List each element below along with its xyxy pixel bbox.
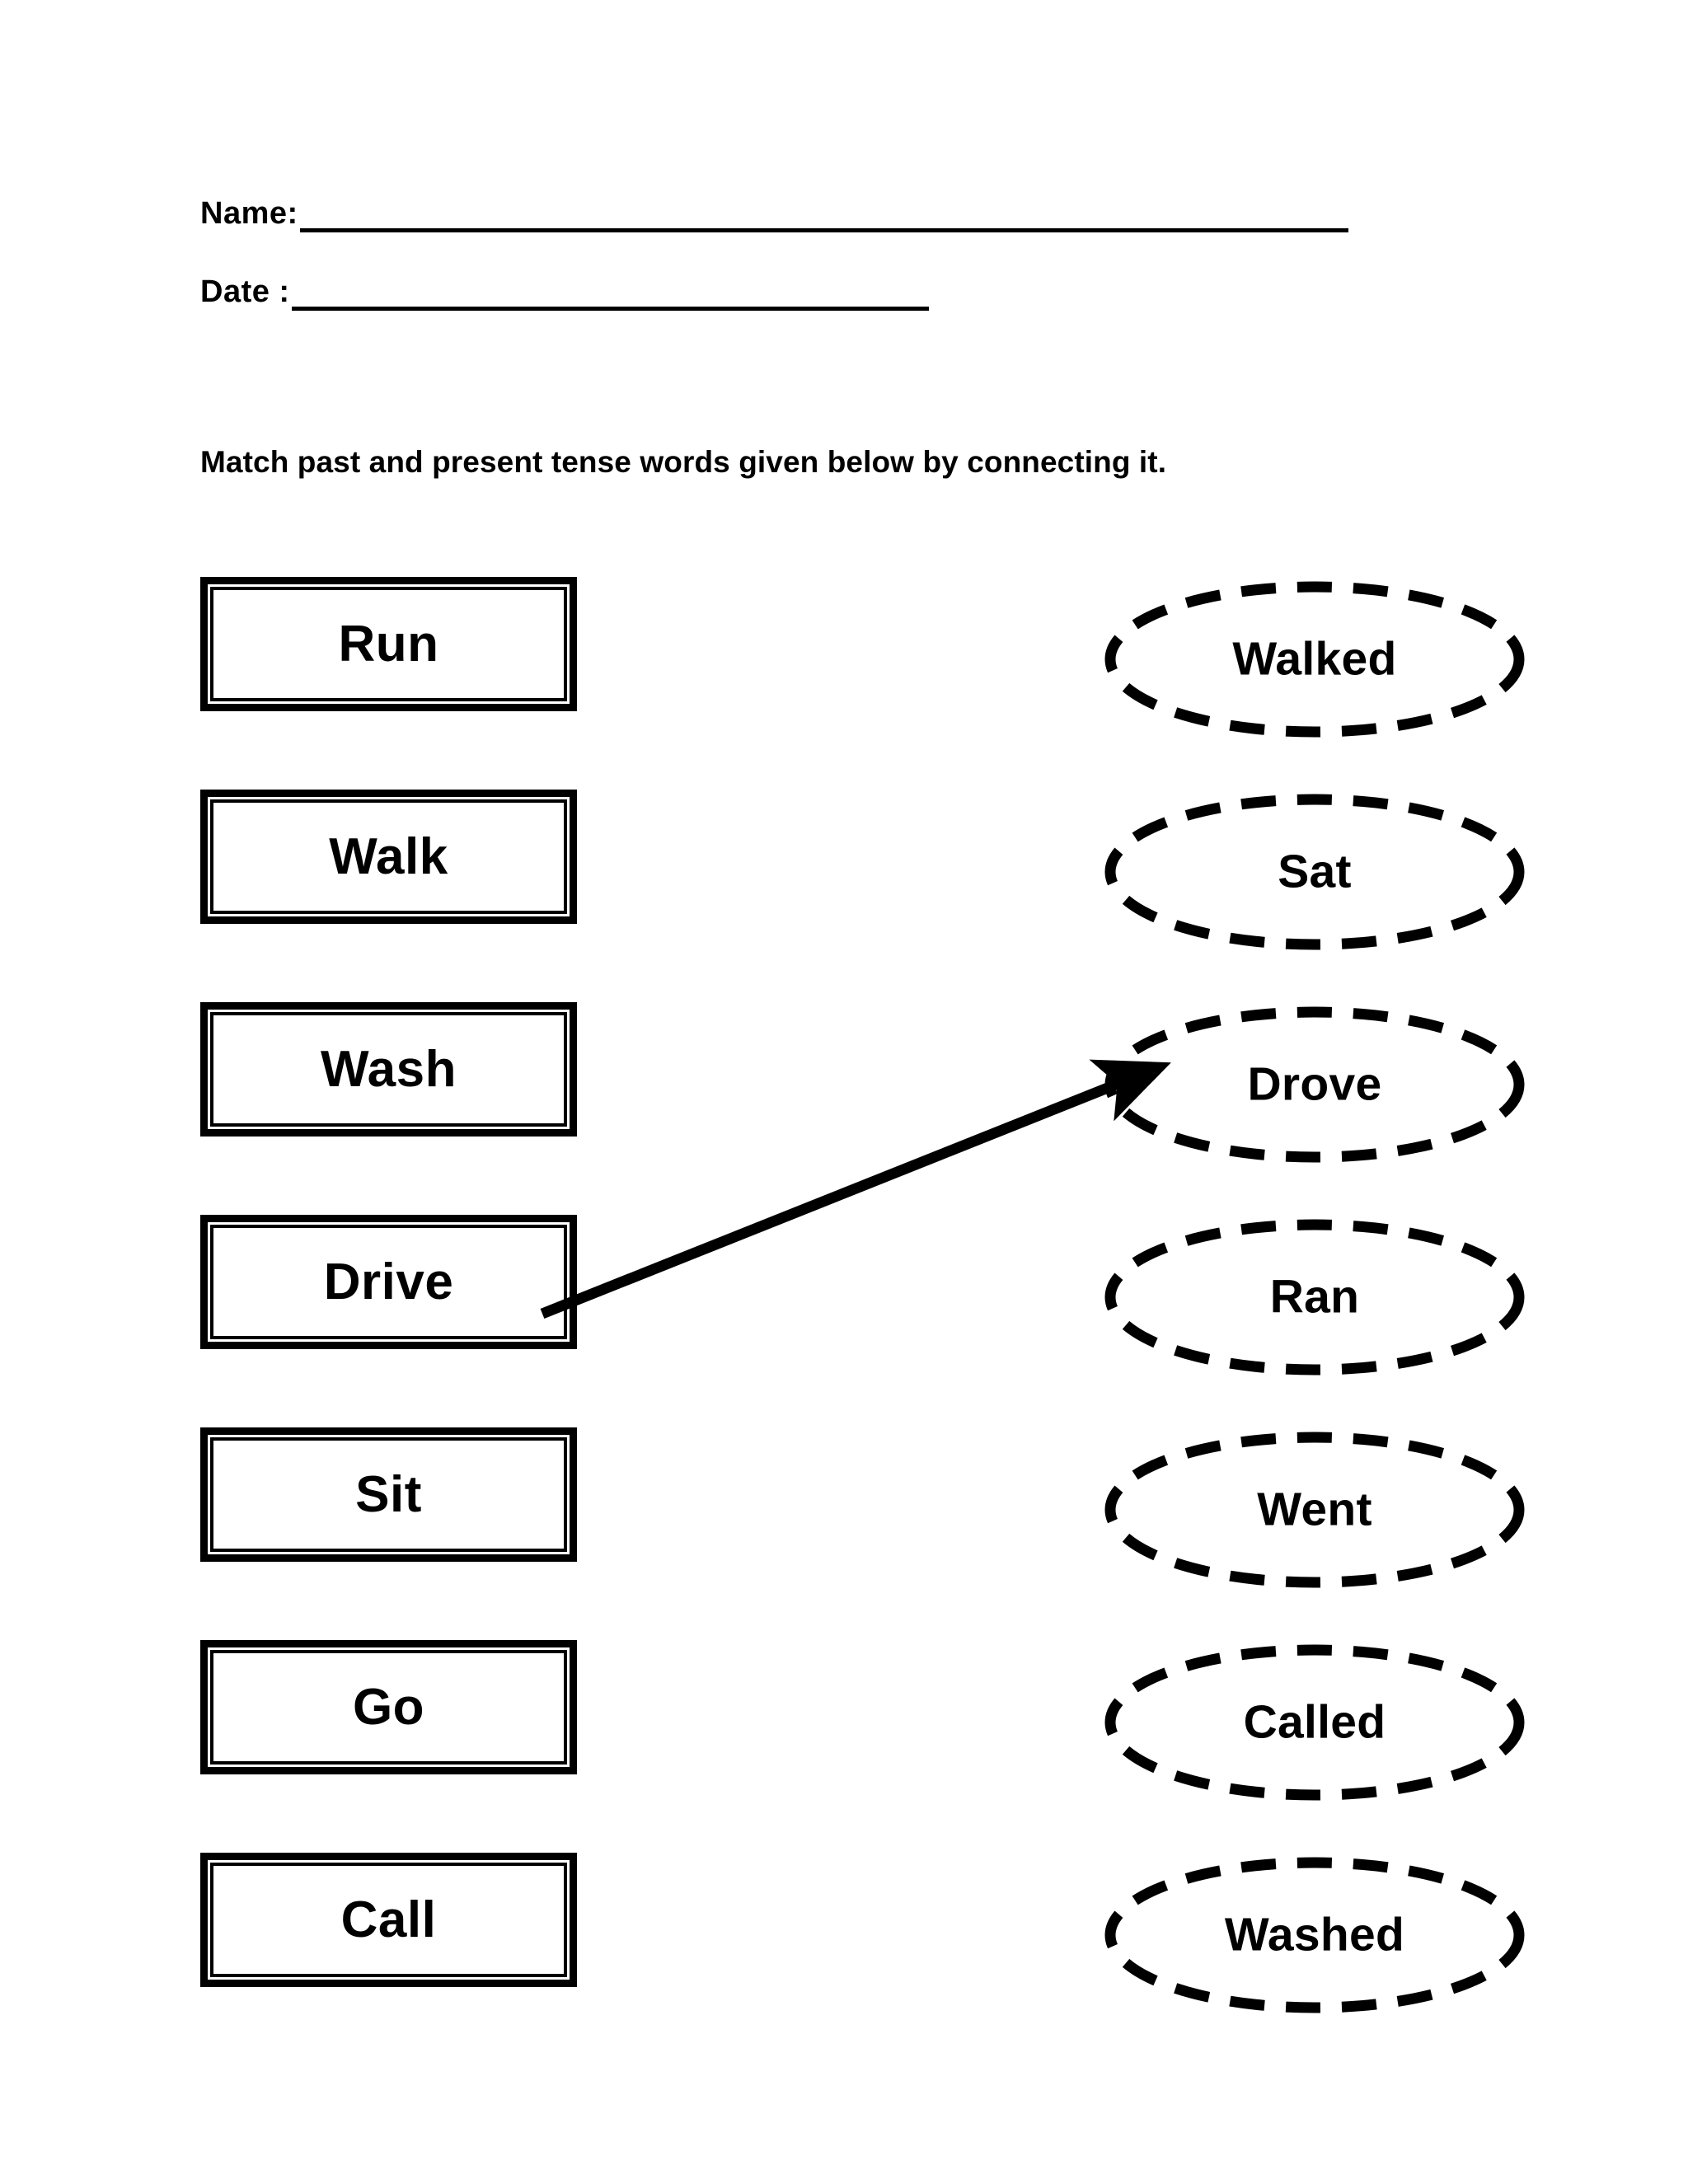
- past-tense-oval-called[interactable]: Called: [1101, 1640, 1528, 1805]
- name-field-row: Name:: [200, 198, 1348, 232]
- word-label: Drive: [323, 1253, 454, 1310]
- dashed-ellipse-icon: [1104, 1857, 1525, 2013]
- connection-arrow-drive-to-drove[interactable]: [540, 1059, 1171, 1319]
- name-label: Name:: [200, 196, 298, 231]
- past-tense-oval-ran[interactable]: Ran: [1101, 1215, 1528, 1380]
- word-label: Sit: [355, 1465, 422, 1523]
- past-tense-oval-washed[interactable]: Washed: [1101, 1853, 1528, 2018]
- date-label: Date :: [200, 274, 290, 309]
- present-tense-box-call[interactable]: Call: [200, 1853, 577, 1987]
- word-label: Drove: [1247, 1057, 1382, 1111]
- present-tense-box-wash[interactable]: Wash: [200, 1002, 577, 1137]
- dashed-ellipse-icon: [1104, 1644, 1525, 1801]
- word-label: Washed: [1224, 1908, 1405, 1961]
- word-label: Call: [340, 1891, 437, 1948]
- word-label: Walked: [1232, 632, 1397, 686]
- date-input-line[interactable]: [291, 307, 929, 311]
- word-label: Sat: [1278, 845, 1352, 898]
- dashed-ellipse-icon: [1104, 794, 1525, 950]
- dashed-ellipse-icon: [1104, 581, 1525, 738]
- present-tense-box-sit[interactable]: Sit: [200, 1427, 577, 1562]
- word-label: Went: [1257, 1483, 1372, 1536]
- word-label: Run: [338, 615, 439, 673]
- past-tense-column: Walked Sat Drove Ran Went: [1101, 577, 1538, 2065]
- word-label: Go: [352, 1678, 425, 1736]
- present-tense-box-run[interactable]: Run: [200, 577, 577, 711]
- present-tense-box-walk[interactable]: Walk: [200, 790, 577, 924]
- past-tense-oval-sat[interactable]: Sat: [1101, 790, 1528, 954]
- instruction-text: Match past and present tense words given…: [200, 445, 1167, 479]
- present-tense-column: Run Walk Wash Drive Sit Go Call: [200, 577, 579, 2065]
- dashed-ellipse-icon: [1104, 1432, 1525, 1588]
- date-field-row: Date :: [200, 276, 929, 311]
- word-label: Walk: [329, 827, 448, 885]
- word-label: Ran: [1269, 1270, 1360, 1324]
- word-label: Wash: [320, 1040, 457, 1098]
- past-tense-oval-went[interactable]: Went: [1101, 1427, 1528, 1592]
- present-tense-box-go[interactable]: Go: [200, 1640, 577, 1774]
- word-label: Called: [1243, 1695, 1386, 1749]
- name-input-line[interactable]: [299, 228, 1348, 232]
- past-tense-oval-walked[interactable]: Walked: [1101, 577, 1528, 742]
- present-tense-box-drive[interactable]: Drive: [200, 1215, 577, 1349]
- past-tense-oval-drove[interactable]: Drove: [1101, 1002, 1528, 1167]
